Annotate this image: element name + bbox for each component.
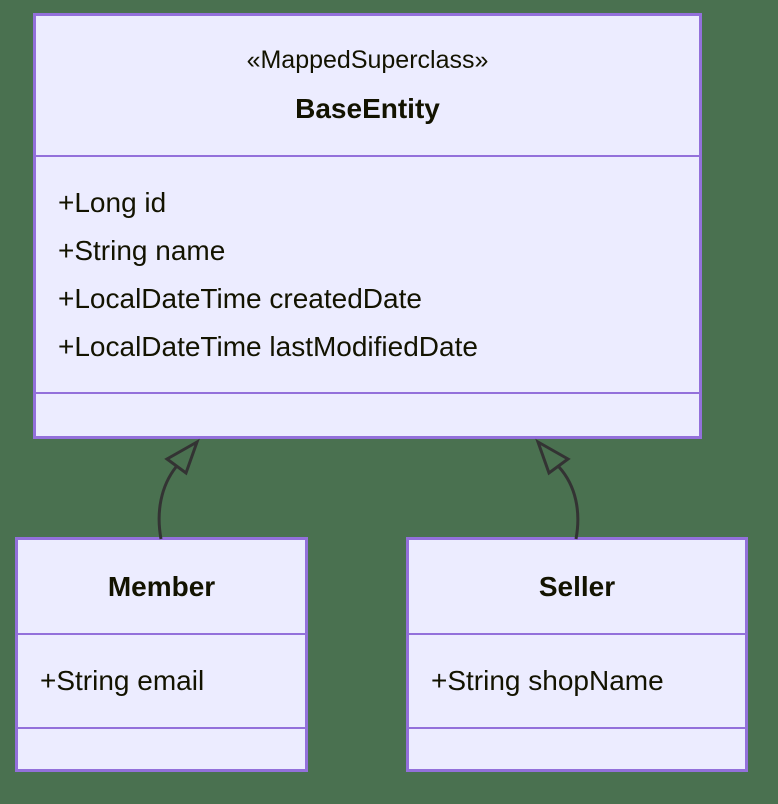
class-header-baseentity: «MappedSuperclass» BaseEntity xyxy=(36,16,699,157)
class-methods-seller xyxy=(409,729,745,769)
class-header-member: Member xyxy=(18,540,305,635)
class-name-baseentity: BaseEntity xyxy=(295,93,440,124)
inheritance-arrowhead-icon xyxy=(164,438,200,476)
class-attributes-member: +String email xyxy=(18,635,305,729)
class-name-member: Member xyxy=(107,570,216,602)
class-header-seller: Seller xyxy=(409,540,745,635)
class-name-seller: Seller xyxy=(538,570,616,602)
inheritance-edge-seller-to-baseentity xyxy=(535,438,580,540)
class-attributes-baseentity: +Long id +String name +LocalDateTime cre… xyxy=(36,157,699,394)
attribute-string-shopname: +String shopName xyxy=(431,665,664,696)
class-attributes-seller: +String shopName xyxy=(409,635,745,729)
stereotype-label: «MappedSuperclass» xyxy=(246,46,489,74)
class-box-member: Member +String email xyxy=(15,537,308,772)
inheritance-edge-member-to-baseentity xyxy=(157,438,200,540)
class-box-baseentity: «MappedSuperclass» BaseEntity +Long id +… xyxy=(33,13,702,439)
class-methods-member xyxy=(18,729,305,769)
inheritance-edge-line xyxy=(557,466,580,540)
attribute-string-name: +String name xyxy=(58,234,226,266)
attribute-long-id: +Long id xyxy=(58,186,167,218)
attribute-created-date: +LocalDateTime createdDate xyxy=(58,282,422,314)
inheritance-arrowhead-icon xyxy=(535,438,571,476)
class-methods-baseentity xyxy=(36,394,699,436)
inheritance-edge-line xyxy=(157,466,178,540)
class-box-seller: Seller +String shopName xyxy=(406,537,748,772)
attribute-last-modified-date: +LocalDateTime lastModifiedDate xyxy=(58,330,478,362)
attribute-string-email: +String email xyxy=(40,665,205,696)
